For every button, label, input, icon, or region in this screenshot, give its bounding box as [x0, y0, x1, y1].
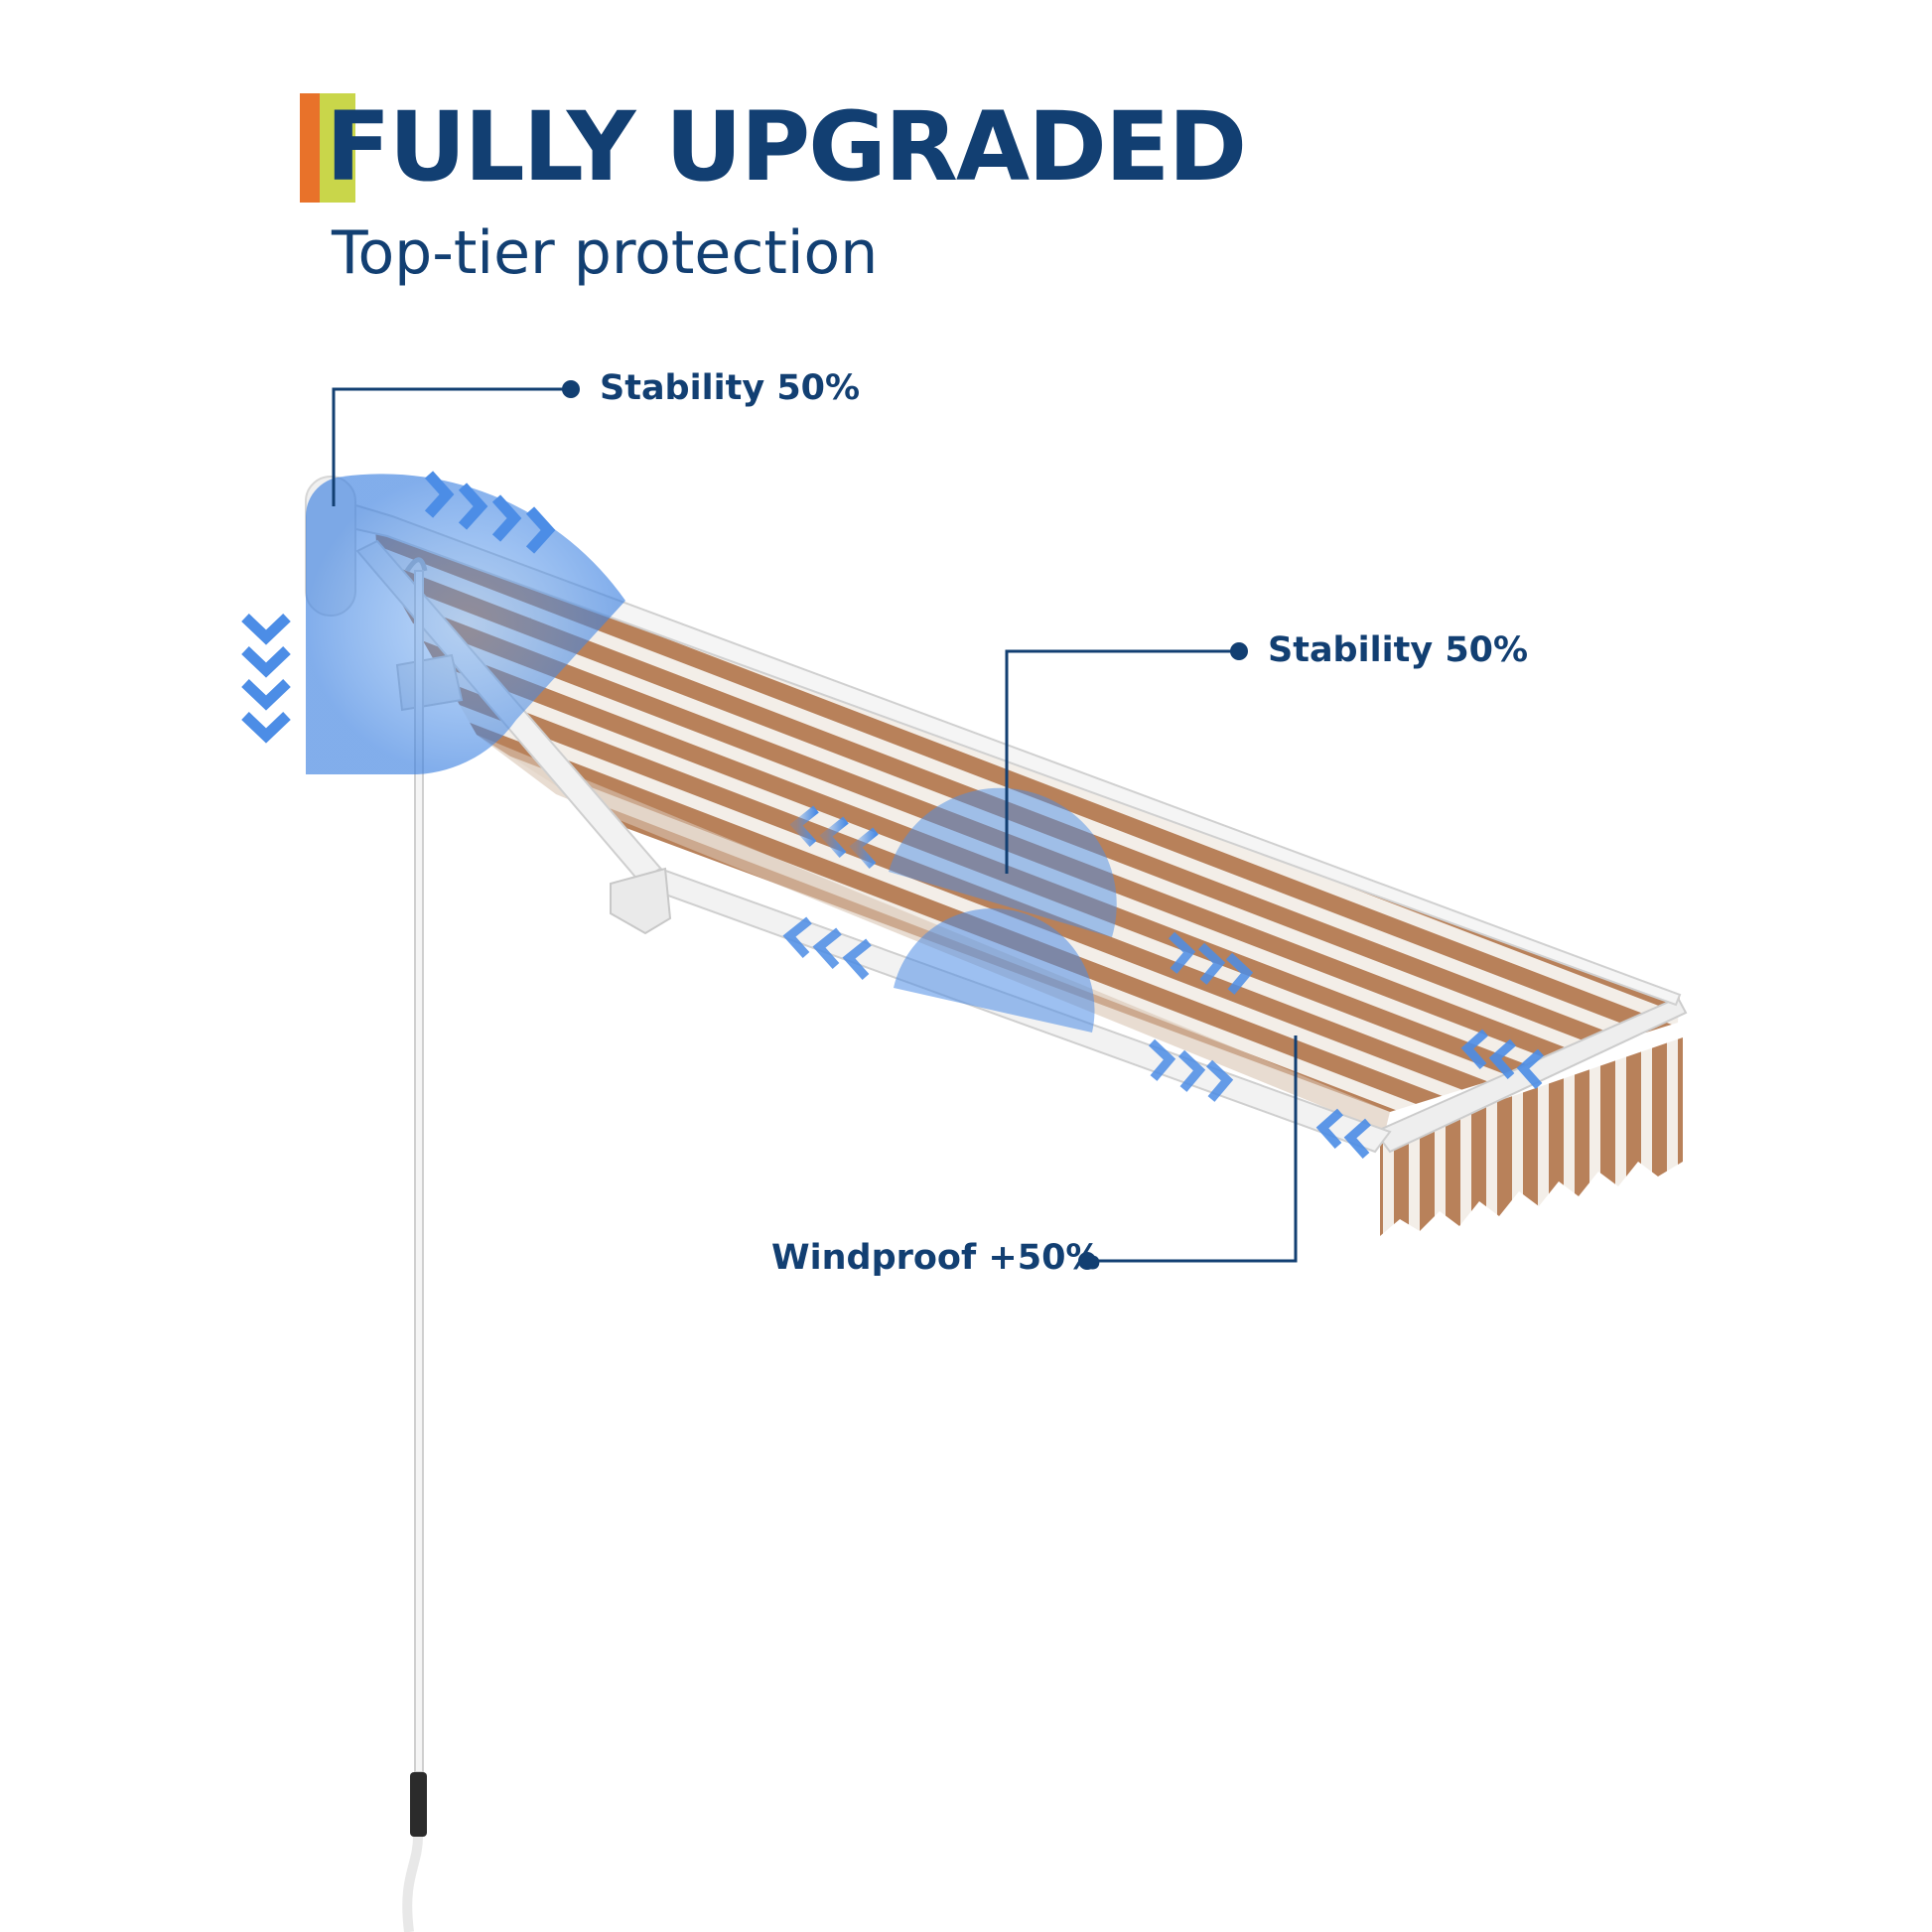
chevron-left-icon: [842, 938, 872, 981]
chevron-right-icon: [491, 494, 522, 542]
chevron-left-icon: [1488, 1038, 1516, 1079]
callout-dot-icon: [1078, 1252, 1096, 1270]
chevron-right-icon: [1148, 1038, 1176, 1081]
chevrons-top-right: [424, 471, 556, 554]
chevron-down-icon: [241, 712, 291, 744]
chevron-left-icon: [1460, 1029, 1488, 1069]
chevron-right-icon: [525, 506, 556, 554]
callout-stability-top: Stability 50%: [600, 368, 861, 408]
chevrons-mid-lower-left: [782, 916, 872, 981]
callout-windproof: Windproof +50%: [771, 1238, 1101, 1278]
elbow-joint: [610, 867, 672, 935]
leader-line-top: [332, 387, 571, 506]
mid-highlight-zone-upper: [889, 787, 1117, 937]
chevron-left-icon: [1343, 1118, 1371, 1159]
chevron-left-icon: [849, 827, 879, 870]
page-subtitle: Top-tier protection: [332, 218, 879, 288]
chevron-down-icon: [241, 646, 291, 678]
mid-highlight-zone-lower: [894, 908, 1095, 1033]
chevron-right-icon: [1168, 931, 1196, 974]
chevron-left-icon: [819, 816, 849, 859]
chevron-right-icon: [1225, 952, 1254, 995]
chevrons-mid-right: [1168, 931, 1254, 995]
chevron-down-icon: [241, 679, 291, 711]
title-accent-orange: [300, 93, 320, 203]
leader-line-mid: [1005, 649, 1236, 874]
chevron-right-icon: [424, 471, 455, 518]
callout-stability-mid: Stability 50%: [1268, 630, 1529, 670]
chevron-left-icon: [789, 805, 819, 848]
mount-highlight-zone: [306, 474, 625, 774]
chevrons-front-left: [1315, 1029, 1544, 1159]
valance: [1380, 1037, 1683, 1236]
chevron-left-icon: [1315, 1108, 1343, 1149]
chevron-right-icon: [1197, 942, 1226, 985]
callout-dots: [562, 380, 1248, 1270]
chevron-right-icon: [1205, 1059, 1234, 1102]
chevron-left-icon: [812, 927, 842, 970]
title-accent-lime: [320, 93, 355, 203]
chevron-left-icon: [782, 916, 812, 959]
page-title: FULLY UPGRADED: [326, 91, 1247, 203]
callout-leaders: [332, 387, 1298, 1263]
chevrons-lower-right: [1148, 1038, 1234, 1102]
callout-dot-icon: [562, 380, 580, 398]
chevron-right-icon: [1177, 1049, 1206, 1092]
chevron-left-icon: [1516, 1048, 1544, 1089]
callout-dot-icon: [1230, 642, 1248, 660]
chevrons-mid-upper-left: [789, 805, 879, 870]
chevron-right-icon: [458, 483, 488, 530]
leader-line-bottom: [1087, 1035, 1298, 1263]
chevrons-left-down: [241, 614, 291, 744]
chevron-down-icon: [241, 614, 291, 645]
